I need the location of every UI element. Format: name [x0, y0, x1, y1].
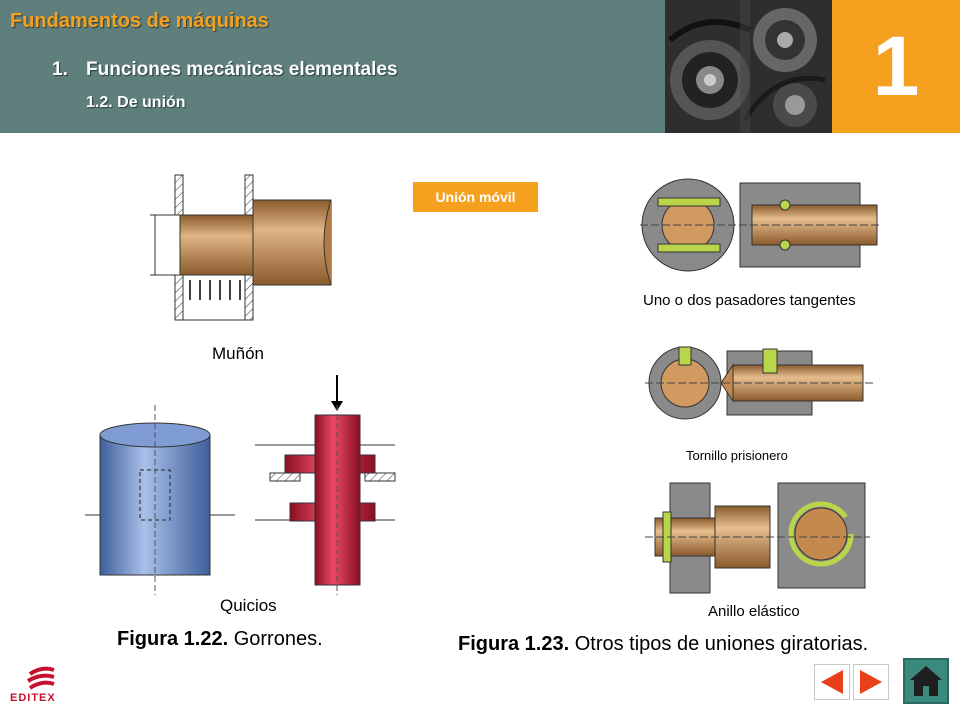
figure-122-text: Gorrones.: [228, 628, 323, 650]
home-icon: [910, 666, 942, 696]
subsection-title: 1.2. De unión: [86, 94, 186, 111]
munon-figure: [145, 170, 345, 335]
figure-122-number: Figura 1.22.: [117, 628, 229, 650]
engine-photo: [665, 0, 832, 133]
figure-123-caption: Figura 1.23. Otros tipos de uniones gira…: [458, 633, 868, 656]
figure-123-number: Figura 1.23.: [458, 633, 570, 655]
union-movil-badge: Unión móvil: [413, 182, 538, 212]
editex-logo-text: EDITEX: [10, 692, 56, 704]
section-number: 1.: [52, 59, 68, 80]
quicios-figure: [85, 375, 405, 600]
arrow-right-icon: [860, 670, 882, 694]
next-slide-button[interactable]: [853, 664, 889, 700]
course-title: Fundamentos de máquinas: [10, 10, 269, 32]
pasadores-figure: [640, 165, 880, 290]
munon-label: Muñón: [212, 344, 264, 363]
tornillo-label: Tornillo prisionero: [686, 448, 788, 463]
figure-123-text: Otros tipos de uniones giratorias.: [569, 633, 869, 655]
editex-logo: [8, 664, 74, 712]
figure-122-caption: Figura 1.22. Gorrones.: [117, 628, 323, 651]
previous-slide-button[interactable]: [814, 664, 850, 700]
chapter-number: 1: [872, 19, 920, 113]
arrow-left-icon: [821, 670, 843, 694]
tornillo-figure: [645, 335, 875, 440]
chapter-number-box: 1: [832, 0, 960, 133]
pasadores-label: Uno o dos pasadores tangentes: [643, 292, 856, 309]
home-button[interactable]: [903, 658, 949, 704]
anillo-figure: [645, 478, 870, 603]
anillo-label: Anillo elástico: [708, 603, 800, 620]
section-title: 1. Funciones mecánicas elementales: [52, 59, 398, 81]
section-title-text: Funciones mecánicas elementales: [86, 59, 398, 80]
quicios-label: Quicios: [220, 596, 277, 615]
